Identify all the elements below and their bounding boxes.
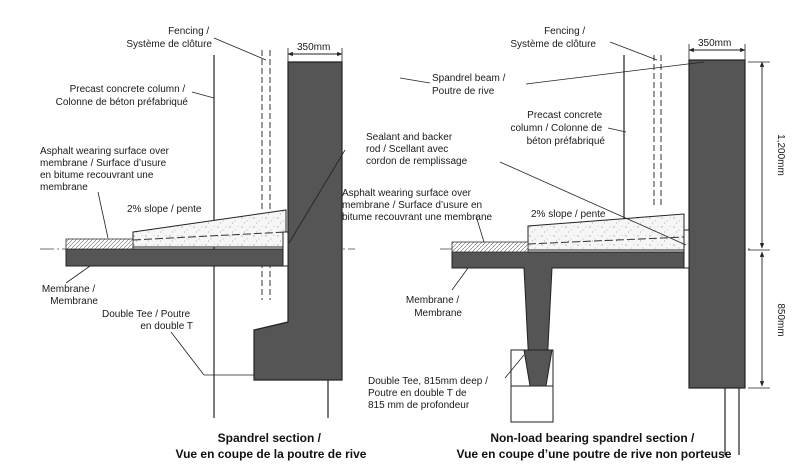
right-double-tee-label: Double Tee, 815mm deep / Poutre en doubl… — [368, 376, 491, 411]
left-fencing-label: Fencing / Système de clôture — [126, 26, 212, 50]
right-membrane-leader — [451, 267, 469, 291]
left-membrane-dash — [132, 231, 287, 241]
right-double-tee-leader — [504, 354, 525, 379]
left-asphalt-leader — [97, 191, 109, 239]
left-sealant-leader — [288, 149, 346, 244]
right-vertical-dim-upper-label: 1,200mm — [775, 134, 786, 176]
right-stem-overlay — [523, 349, 553, 387]
left-dimension-label: 350mm — [297, 42, 330, 53]
left-membrane-leader — [65, 265, 91, 284]
left-caption: Spandrel section / Vue en coupe de la po… — [176, 431, 367, 461]
right-asphalt-strip — [451, 241, 529, 253]
right-fencing-leader — [609, 41, 658, 61]
left-double-tee-flange — [65, 248, 289, 267]
right-spandrel-label: Spandrel beam / Poutre de rive — [432, 73, 508, 97]
right-membrane-dash — [527, 236, 685, 245]
left-fencing-leader — [213, 37, 267, 61]
left-asphalt-strip — [65, 238, 134, 250]
right-fencing-label: Fencing / Système de clôture — [510, 26, 596, 50]
right-spandrel-leader-b — [399, 77, 431, 84]
left-sloped-topping — [132, 209, 287, 248]
left-column-label: Precast concrete column / Colonne de bét… — [56, 84, 189, 108]
right-bearing-lower — [510, 385, 554, 423]
right-double-tee — [451, 251, 687, 387]
left-section: 350mm Fencing / Système de clôture Preca… — [40, 26, 468, 461]
right-sealant-leader — [499, 161, 687, 246]
right-section: 350mm 1,200mm 850mm Fencing / Système de… — [342, 26, 786, 461]
right-dimension-label: 350mm — [698, 38, 731, 49]
left-double-tee-label: Double Tee / Poutre en double T — [102, 309, 193, 332]
right-column-leader — [607, 127, 627, 133]
right-caption: Non-load bearing spandrel section / Vue … — [457, 431, 732, 461]
right-vertical-dim-lower-label: 850mm — [775, 303, 786, 336]
right-column-label: Precast concrete column / Colonne de bét… — [510, 110, 605, 147]
right-slope-label: 2% slope / pente — [531, 209, 606, 220]
left-sealant-label: Sealant and backer rod / Scellant avec c… — [366, 132, 468, 167]
right-asphalt-label: Asphalt wearing surface over membrane / … — [342, 188, 493, 223]
left-asphalt-label: Asphalt wearing surface over membrane / … — [40, 146, 172, 193]
right-spandrel-beam — [688, 59, 746, 389]
left-membrane-label: Membrane / Membrane — [42, 284, 99, 307]
left-column-leader — [191, 91, 215, 99]
left-slope-label: 2% slope / pente — [127, 204, 202, 215]
right-membrane-label: Membrane / Membrane — [406, 295, 463, 319]
right-sealant-joint — [683, 229, 690, 269]
left-double-tee-leader — [170, 331, 205, 376]
right-spandrel-leader — [525, 61, 705, 85]
right-asphalt-leader — [475, 215, 485, 243]
left-sealant-joint — [282, 231, 289, 267]
